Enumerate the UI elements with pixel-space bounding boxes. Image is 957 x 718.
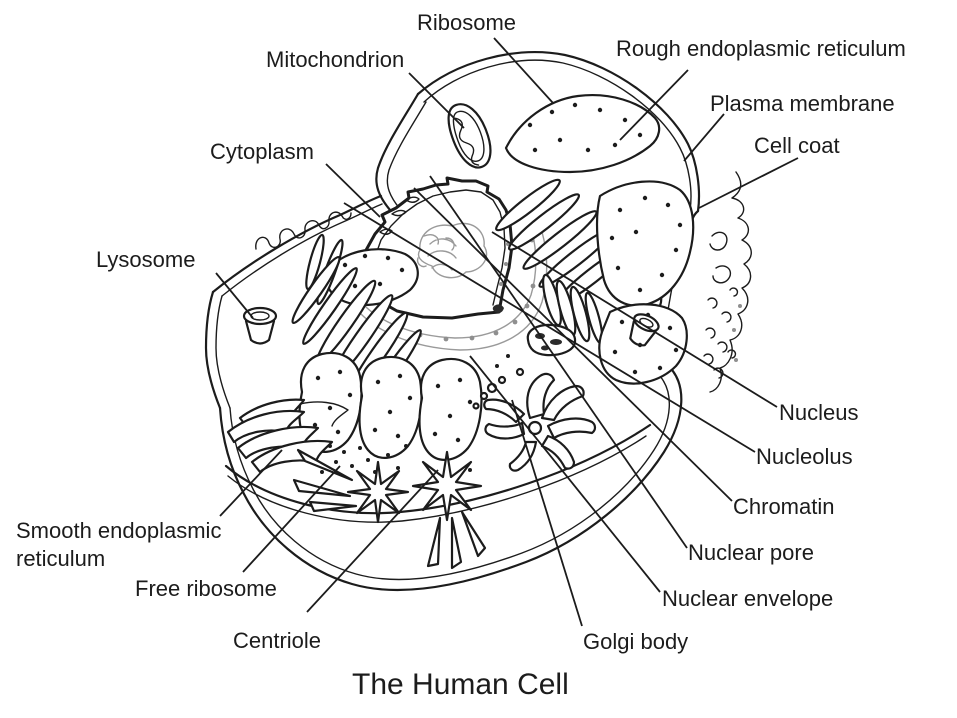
- rough-er-right-drawing: [495, 94, 695, 385]
- label-ribosome: Ribosome: [417, 10, 517, 35]
- free-ribosomes-drawing: [320, 354, 510, 474]
- nucleolus-drawing: [416, 222, 488, 279]
- label-cytoplasm: Cytoplasm: [210, 139, 314, 164]
- leader-line-chromatin: [413, 187, 733, 502]
- leader-line-nuclear-envelope: [469, 355, 661, 593]
- lysosome-drawing: [242, 306, 278, 345]
- leader-line-golgi-body: [511, 399, 583, 627]
- centriole-drawing: [292, 448, 487, 570]
- label-chromatin: Chromatin: [733, 494, 835, 519]
- leader-line-nucleus: [491, 231, 778, 408]
- label-centriole: Centriole: [233, 628, 322, 653]
- smooth-er-drawing: [226, 398, 349, 474]
- leader-lines: [215, 37, 799, 627]
- label-plasma-membrane: Plasma membrane: [710, 91, 895, 116]
- label-nucleolus: Nucleolus: [756, 444, 853, 469]
- label-lysosome: Lysosome: [96, 247, 196, 272]
- leader-line-cell-coat: [698, 157, 799, 209]
- diagram-title: The Human Cell: [352, 668, 569, 701]
- leader-line-mitochondrion: [408, 72, 465, 129]
- mitochondrion-drawing: [447, 103, 492, 169]
- leader-line-smooth-er: [219, 449, 283, 517]
- label-free-ribosome: Free ribosome: [135, 576, 277, 601]
- vesicle-drawing: [629, 313, 660, 347]
- label-smooth-er: Smooth endoplasmic reticulum: [16, 518, 222, 571]
- leader-line-rough-er: [619, 69, 689, 141]
- label-nucleus: Nucleus: [779, 400, 859, 425]
- label-nuclear-envelope: Nuclear envelope: [662, 586, 834, 611]
- leader-line-free-ribosome: [242, 465, 341, 573]
- label-rough-er: Rough endoplasmic reticulum: [616, 36, 906, 61]
- label-mitochondrion: Mitochondrion: [266, 47, 405, 72]
- cell-coat-drawing: [703, 171, 752, 393]
- label-nuclear-pore: Nuclear pore: [688, 540, 814, 565]
- label-golgi-body: Golgi body: [583, 629, 689, 654]
- label-cell-coat: Cell coat: [754, 133, 840, 158]
- leader-line-nuclear-pore: [429, 175, 688, 549]
- plasma-membrane-drawing: [204, 51, 701, 592]
- leader-line-plasma-membrane: [683, 113, 725, 162]
- leader-line-cytoplasm: [325, 163, 381, 218]
- leader-line-centriole: [306, 469, 439, 613]
- leader-line-lysosome: [215, 272, 254, 319]
- leader-line-nucleolus: [343, 202, 756, 453]
- leader-line-ribosome: [493, 37, 554, 104]
